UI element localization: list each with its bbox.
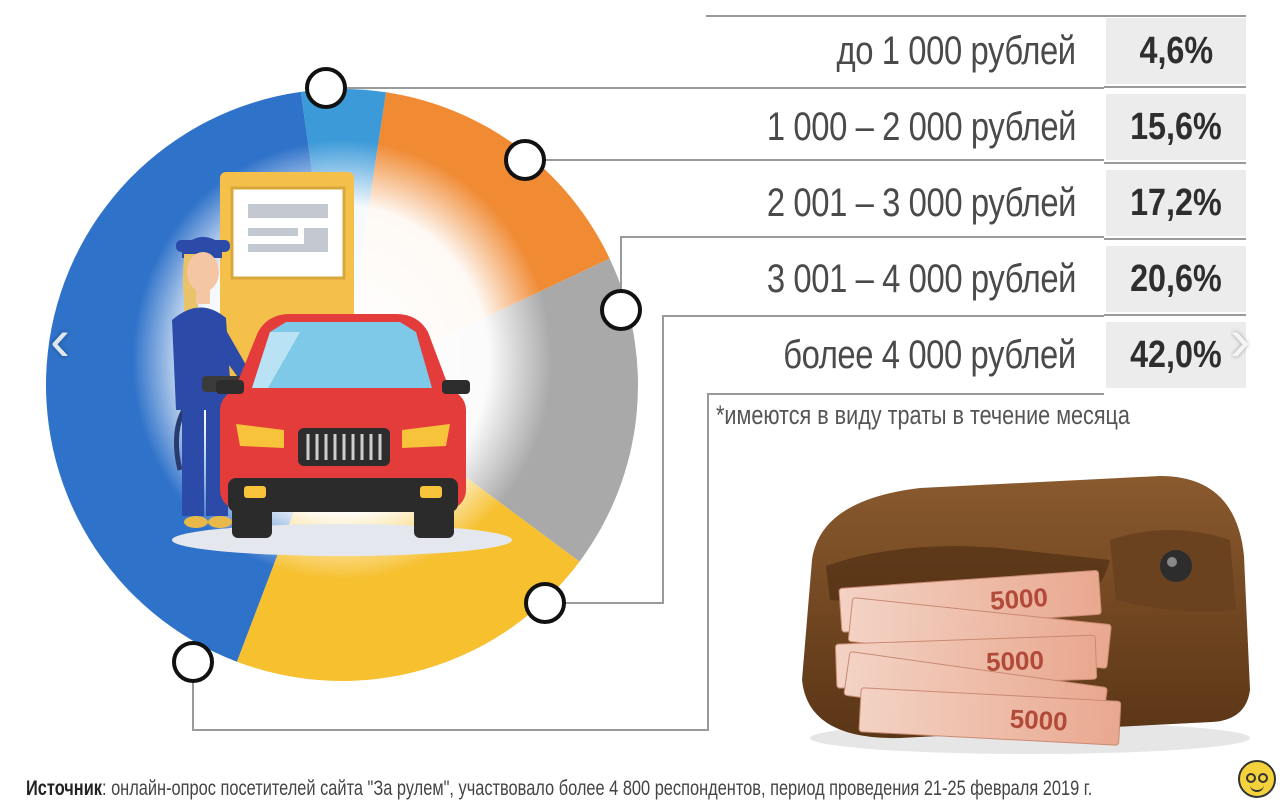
source-label: Источник — [26, 777, 102, 800]
top-rule — [706, 15, 1246, 17]
legend-divider-1 — [1104, 86, 1246, 88]
legend-value-text-4: 20,6% — [1130, 258, 1222, 300]
footnote: *имеются в виду траты в течение месяца — [716, 400, 1130, 430]
legend-value-2: 15,6% — [1106, 94, 1246, 160]
connector-line-3 — [620, 236, 1104, 310]
legend-divider-4 — [1104, 314, 1246, 316]
source-text: : онлайн-опрос посетителей сайта "За рул… — [101, 777, 1093, 800]
legend-value-5: 42,0% — [1106, 322, 1246, 388]
legend-divider-2 — [1104, 162, 1246, 164]
boundary-marker-3 — [600, 289, 642, 331]
legend-label-1: до 1 000 рублей — [836, 29, 1077, 73]
legend-value-text-3: 17,2% — [1130, 182, 1222, 224]
boundary-markers — [172, 67, 642, 683]
legend-value-3: 17,2% — [1106, 170, 1246, 236]
connector-lines — [192, 87, 1104, 731]
source-note: Источник: онлайн-опрос посетителей сайта… — [26, 774, 1092, 804]
legend-label-5: более 4 000 рублей — [783, 333, 1076, 377]
connector-line-5 — [192, 393, 1104, 731]
boundary-marker-2 — [504, 139, 546, 181]
legend-divider-3 — [1104, 238, 1246, 240]
connector-line-4 — [545, 315, 1104, 604]
legend-value-1: 4,6% — [1106, 18, 1246, 84]
boundary-marker-5 — [172, 641, 214, 683]
boundary-marker-4 — [524, 582, 566, 624]
legend-label-4: 3 001 – 4 000 рублей — [766, 257, 1077, 301]
legend-value-text-5: 42,0% — [1130, 334, 1222, 376]
legend-label-2: 1 000 – 2 000 рублей — [766, 105, 1077, 149]
car-illustration — [172, 314, 512, 556]
banknote-denomination: 5000 — [1009, 704, 1068, 737]
legend-value-4: 20,6% — [1106, 246, 1246, 312]
smiley-badge-icon[interactable] — [1238, 760, 1276, 798]
prev-slide-button[interactable]: ‹ — [50, 306, 70, 373]
next-slide-button[interactable]: › — [1230, 306, 1250, 373]
boundary-marker-1 — [305, 67, 347, 109]
banknote: 5000 — [858, 687, 1122, 746]
banknote-denomination: 5000 — [989, 582, 1049, 616]
legend-label-3: 2 001 – 3 000 рублей — [766, 181, 1077, 225]
legend-value-text-2: 15,6% — [1130, 106, 1222, 148]
legend-value-text-1: 4,6% — [1139, 30, 1213, 72]
